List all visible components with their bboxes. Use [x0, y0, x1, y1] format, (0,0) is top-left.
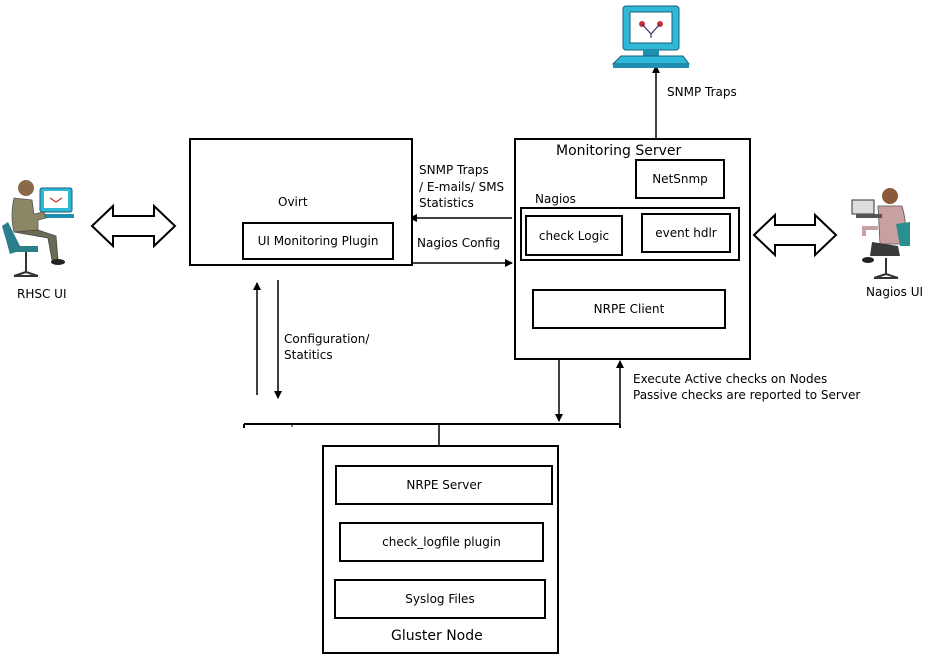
monitoring-server-title: Monitoring Server	[556, 143, 682, 159]
snmp-traps-label: SNMP Traps	[667, 85, 737, 99]
double-arrow-right	[752, 212, 838, 258]
snmp-computer-icon	[611, 5, 690, 68]
check-logfile-plugin-box: check_logfile plugin	[339, 522, 544, 562]
rhsc-user-icon	[2, 180, 74, 277]
nagios-user-icon	[851, 188, 910, 279]
gluster-node-title: Gluster Node	[391, 628, 483, 644]
syslog-files-box: Syslog Files	[334, 579, 546, 619]
nagios-title: Nagios	[535, 192, 576, 206]
ui-monitoring-plugin-box: UI Monitoring Plugin	[242, 222, 394, 260]
execute-checks-label-line1: Execute Active checks on Nodes	[633, 372, 828, 386]
event-hdlr-box: event hdlr	[641, 213, 731, 253]
double-arrow-left	[90, 203, 177, 249]
nagios-config-label: Nagios Config	[417, 236, 501, 250]
rhsc-ui-label: RHSC UI	[17, 287, 67, 301]
nrpe-client-box: NRPE Client	[532, 289, 726, 329]
snmp-traps-line2: / E-mails/ SMS	[419, 180, 505, 194]
snmp-traps-line3: Statistics	[419, 196, 474, 210]
ovirt-title: Ovirt	[278, 195, 308, 209]
configuration-label-line1: Configuration/	[284, 332, 370, 346]
netsnmp-box: NetSnmp	[635, 159, 725, 199]
nagios-ui-label: Nagios UI	[866, 285, 924, 299]
configuration-label-line2: Statitics	[284, 348, 333, 362]
execute-checks-label-line2: Passive checks are reported to Server	[633, 388, 861, 402]
nrpe-server-box: NRPE Server	[335, 465, 553, 505]
snmp-traps-line1: SNMP Traps	[419, 163, 489, 177]
check-logic-box: check Logic	[525, 215, 623, 256]
